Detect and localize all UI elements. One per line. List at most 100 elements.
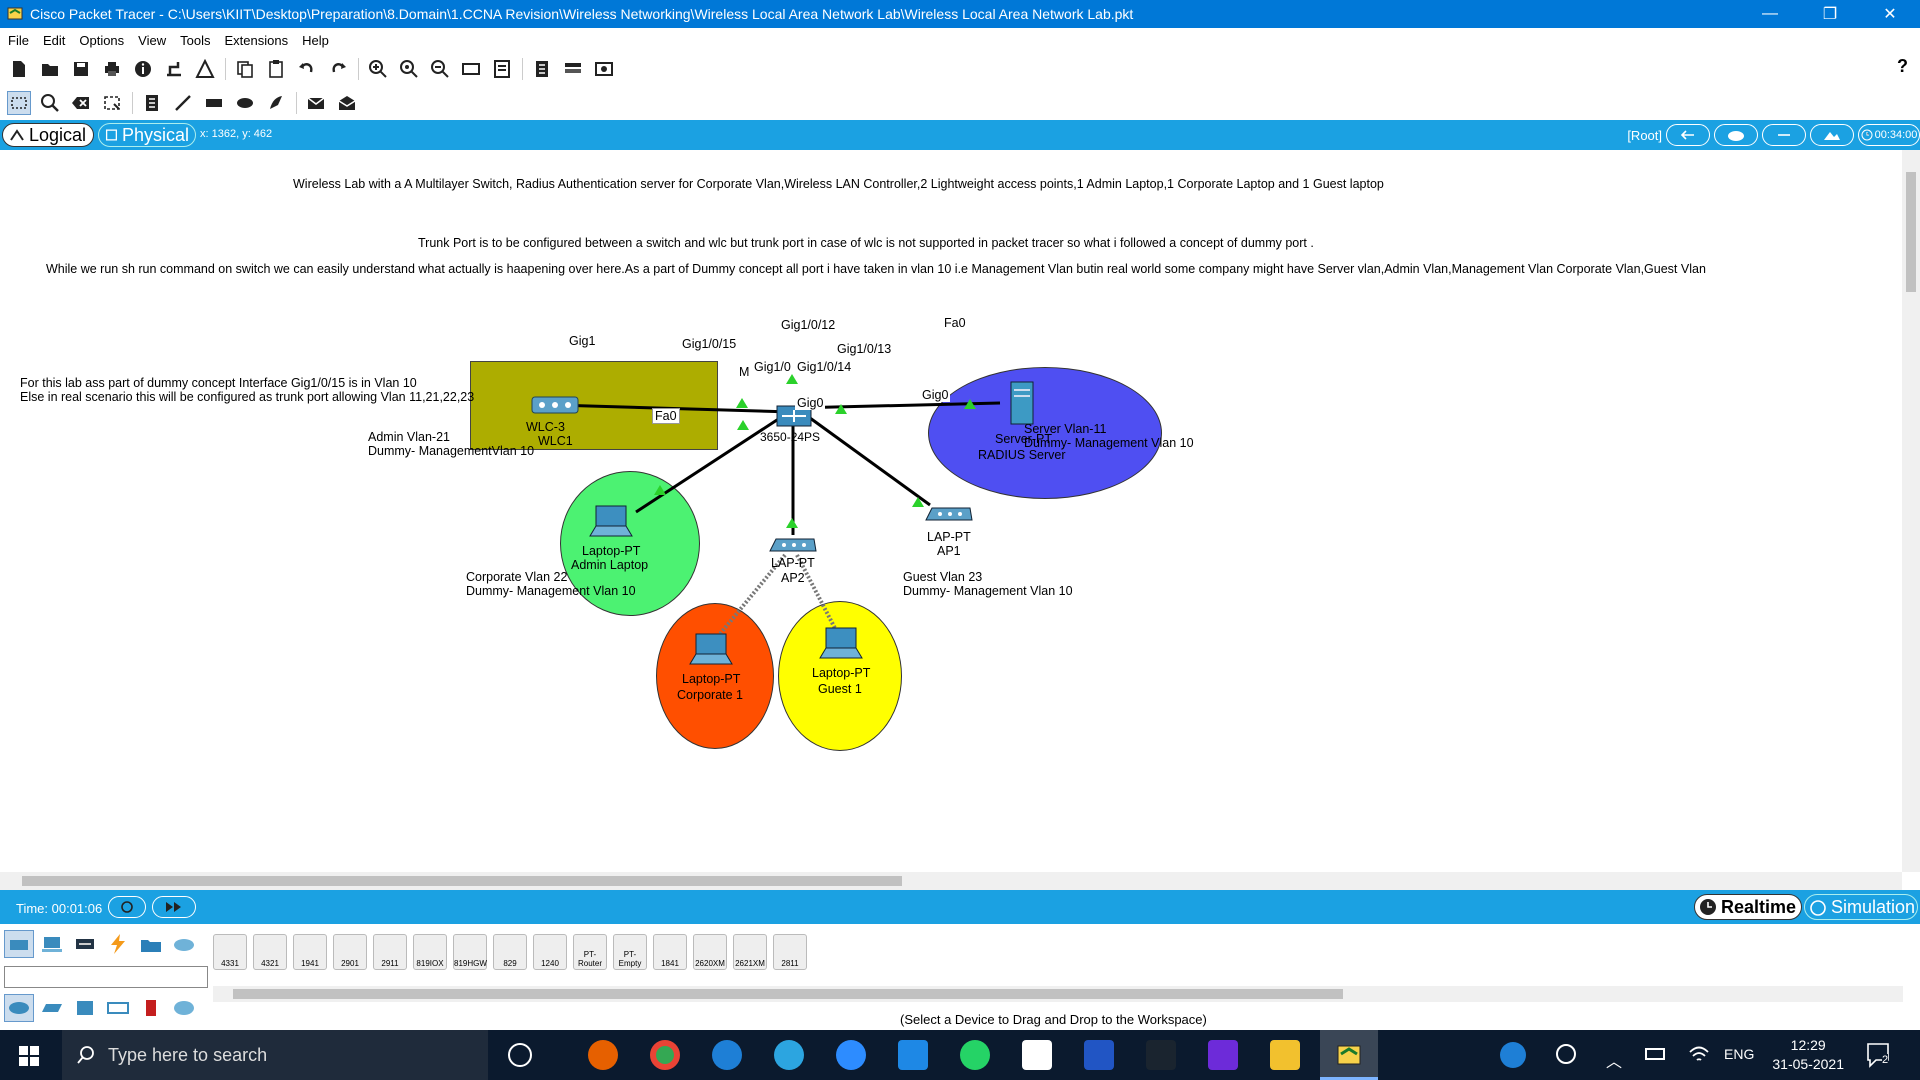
device-model-pt-empty[interactable]: PT-Empty [613,934,647,970]
menu-edit[interactable]: Edit [42,32,66,48]
vertical-scroll-thumb[interactable] [1906,172,1916,292]
device-model-819iox[interactable]: 819IOX [413,934,447,970]
whatsapp-icon[interactable] [960,1040,990,1070]
prime-video-icon[interactable] [1146,1040,1176,1070]
wireless-subcategory-icon[interactable] [103,994,133,1022]
horizontal-scroll-thumb[interactable] [22,876,902,886]
move-object-button[interactable] [1762,124,1806,146]
hubs-subcategory-icon[interactable] [70,994,100,1022]
device-model-1841[interactable]: 1841 [653,934,687,970]
tab-physical[interactable]: Physical [98,123,196,147]
network-devices-category-icon[interactable] [4,930,34,958]
multiuser-category-icon[interactable] [169,930,199,958]
note-admin-dummy[interactable]: Dummy- ManagementVlan 10 [368,444,535,458]
back-button[interactable] [1666,124,1710,146]
device-model-4321[interactable]: 4321 [253,934,287,970]
ap1-device-icon[interactable] [922,502,976,524]
print-icon[interactable] [100,57,124,81]
new-cluster-button[interactable] [1714,124,1758,146]
device-model-819hgw[interactable]: 819HGW [453,934,487,970]
close-button[interactable]: ✕ [1883,6,1897,23]
note-guest-dummy[interactable]: Dummy- Management Vlan 10 [903,584,1073,598]
routers-subcategory-icon[interactable] [4,994,34,1022]
device-model-2901[interactable]: 2901 [333,934,367,970]
taskbar-search-box[interactable]: Type here to search [62,1030,488,1080]
server-device-icon[interactable] [1005,378,1039,428]
end-devices-category-icon[interactable] [37,930,67,958]
amazon-music-icon[interactable] [1208,1040,1238,1070]
delete-tool-icon[interactable] [69,91,93,115]
network-wizard-icon[interactable] [162,57,186,81]
cluster-icon[interactable] [561,57,585,81]
store-icon[interactable] [898,1040,928,1070]
note-admin-vlan[interactable]: Admin Vlan-21 [368,430,450,444]
power-cycle-button[interactable] [108,896,146,918]
open-folder-icon[interactable] [38,57,62,81]
language-indicator[interactable]: ENG [1724,1046,1755,1062]
zoom-icon[interactable] [836,1040,866,1070]
fast-forward-button[interactable] [152,896,196,918]
logical-workspace[interactable]: Wireless Lab with a A Multilayer Switch,… [0,150,1902,872]
custom-devices-icon[interactable] [490,57,514,81]
device-model-829[interactable]: 829 [493,934,527,970]
simple-pdu-icon[interactable] [304,91,328,115]
restore-button[interactable]: ❐ [1822,6,1838,23]
note-sh-run[interactable]: While we run sh run command on switch we… [46,262,1706,276]
firefox-icon[interactable] [588,1040,618,1070]
inspect-tool-icon[interactable] [38,91,62,115]
wlc-device-icon[interactable] [530,393,580,415]
device-list-scroll-thumb[interactable] [233,989,1343,999]
note-guest-vlan[interactable]: Guest Vlan 23 [903,570,983,584]
zoom-in-icon[interactable] [366,57,390,81]
menu-extensions[interactable]: Extensions [224,32,289,48]
note-server-dummy[interactable]: Dummy- Management Vlan 10 [1024,436,1194,450]
security-subcategory-icon[interactable] [136,994,166,1022]
set-tiled-background-button[interactable] [1810,124,1854,146]
guest-laptop-icon[interactable] [816,624,866,664]
minimize-button[interactable]: — [1762,5,1778,22]
draw-rectangle-icon[interactable] [202,91,226,115]
sticky-notes-icon[interactable] [1084,1040,1114,1070]
menu-tools[interactable]: Tools [180,32,211,48]
device-search-field[interactable] [4,966,208,988]
chrome-icon[interactable] [650,1040,680,1070]
corporate-laptop-icon[interactable] [686,630,736,670]
windows-start-icon[interactable] [18,1045,40,1070]
link-switch-server[interactable] [793,401,1001,410]
wan-emulation-subcategory-icon[interactable] [169,994,199,1022]
ap2-device-icon[interactable] [766,533,820,555]
simulation-mode-button[interactable]: Simulation [1804,894,1918,920]
device-model-2620xm[interactable]: 2620XM [693,934,727,970]
device-model-2811[interactable]: 2811 [773,934,807,970]
workspace-horizontal-scrollbar[interactable] [0,872,1902,890]
device-model-1941[interactable]: 1941 [293,934,327,970]
new-file-icon[interactable] [7,57,31,81]
device-list-scrollbar[interactable] [213,986,1903,1002]
internet-explorer-icon[interactable] [712,1040,742,1070]
link-switch-ap1[interactable] [809,416,931,507]
telegram-icon[interactable] [774,1040,804,1070]
tab-logical[interactable]: Logical [2,123,94,147]
note-corporate-dummy[interactable]: Dummy- Management Vlan 10 [466,584,636,598]
notes-icon[interactable] [530,57,554,81]
help-assistant-icon[interactable] [1500,1042,1526,1068]
note-corporate-vlan[interactable]: Corporate Vlan 22 [466,570,568,584]
switches-subcategory-icon[interactable] [37,994,67,1022]
realtime-mode-button[interactable]: Realtime [1694,894,1802,920]
file-explorer-icon[interactable] [1270,1040,1300,1070]
redo-icon[interactable] [326,57,350,81]
note-server-vlan[interactable]: Server Vlan-11 [1024,422,1107,436]
amazon-icon[interactable] [1022,1040,1052,1070]
help-icon[interactable]: ? [1897,56,1908,76]
workspace-vertical-scrollbar[interactable] [1902,150,1920,872]
zoom-reset-icon[interactable] [397,57,421,81]
people-icon[interactable] [1556,1044,1576,1064]
paste-icon[interactable] [264,57,288,81]
copy-icon[interactable] [233,57,257,81]
packet-tracer-taskbar-button[interactable] [1320,1030,1378,1080]
screenshot-icon[interactable] [592,57,616,81]
note-lab-description[interactable]: Wireless Lab with a A Multilayer Switch,… [293,177,1384,191]
show-hidden-icons-chevron-icon[interactable]: ︿ [1606,1054,1623,1071]
save-icon[interactable] [69,57,93,81]
device-model-1240[interactable]: 1240 [533,934,567,970]
